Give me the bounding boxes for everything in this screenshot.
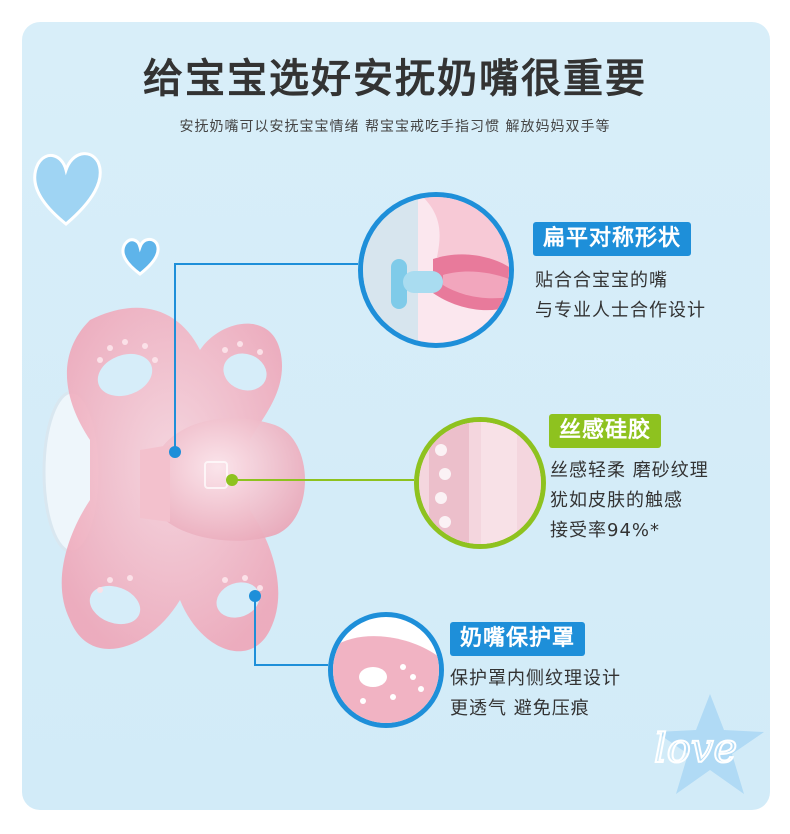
feature-image-shield: [328, 612, 444, 728]
star-icon: love: [653, 694, 764, 794]
desc-line: 更透气 避免压痕: [450, 698, 590, 719]
desc-line: 接受率94%*: [550, 520, 661, 541]
feature-tag-shape: 扁平对称形状: [533, 222, 692, 256]
heart-icon: [33, 152, 102, 226]
page-subtitle: 安抚奶嘴可以安抚宝宝情绪 帮宝宝戒吃手指习惯 解放妈妈双手等: [179, 119, 611, 135]
desc-line: 贴合合宝宝的嘴: [535, 270, 668, 291]
feature-tag-shield: 奶嘴保护罩: [450, 622, 586, 656]
feature-tag-silicone: 丝感硅胶: [549, 414, 662, 448]
feature-desc-silicone: 丝感轻柔 磨砂纹理 犹如皮肤的触感 接受率94%*: [550, 456, 709, 546]
feature-desc-shield: 保护罩内侧纹理设计 更透气 避免压痕: [450, 664, 621, 724]
pacifier-image: [42, 307, 305, 652]
desc-line: 保护罩内侧纹理设计: [450, 668, 621, 689]
feature-image-texture: [414, 417, 546, 549]
desc-line: 与专业人士合作设计: [535, 300, 706, 321]
desc-line: 犹如皮肤的触感: [550, 490, 683, 511]
feature-desc-shape: 贴合合宝宝的嘴 与专业人士合作设计: [535, 266, 706, 326]
page-title: 给宝宝选好安抚奶嘴很重要: [143, 56, 647, 102]
love-text: love: [654, 726, 737, 772]
desc-line: 丝感轻柔 磨砂纹理: [550, 460, 709, 481]
feature-image-mouth: [358, 192, 514, 348]
heart-icon: [121, 238, 160, 276]
